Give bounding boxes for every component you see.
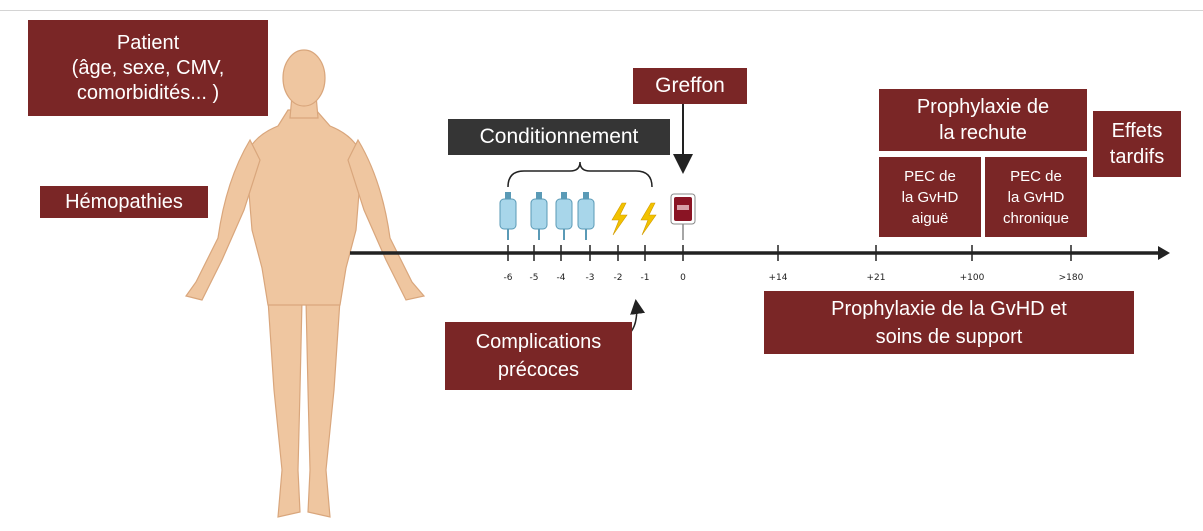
- timeline-tick-label: 0: [680, 273, 686, 283]
- timeline-tick-label: -4: [557, 273, 566, 283]
- radiation-bolt-icon: [612, 203, 627, 235]
- chemo-bag-icon: [578, 192, 594, 240]
- timeline-tick-label: -1: [641, 273, 650, 283]
- greffon-box: Greffon: [633, 68, 747, 104]
- chemo-bag-icon: [531, 192, 547, 240]
- patient-box: Patient (âge, sexe, CMV, comorbidités...…: [28, 20, 268, 116]
- prophylaxie-gvhd-box: Prophylaxie de la GvHD et soins de suppo…: [764, 291, 1134, 354]
- timeline-tick-label: +21: [867, 273, 886, 283]
- timeline-tick-label: +100: [960, 273, 985, 283]
- timeline-tick-label: >180: [1059, 273, 1084, 283]
- prophylaxie-rechute-box: Prophylaxie de la rechute: [879, 89, 1087, 151]
- hemopathies-box: Hémopathies: [40, 186, 208, 218]
- timeline-tick-label: -6: [504, 273, 513, 283]
- radiation-bolt-icon: [641, 203, 656, 235]
- pec-gvhd-chronique-box: PEC de la GvHD chronique: [985, 157, 1087, 237]
- timeline-arrowhead: [1158, 246, 1170, 260]
- complications-box: Complications précoces: [445, 322, 632, 390]
- timeline-tick-label: -3: [586, 273, 595, 283]
- conditionnement-box: Conditionnement: [448, 119, 670, 155]
- graft-bag-icon: [671, 194, 695, 240]
- conditioning-brace: [508, 162, 652, 187]
- timeline-tick-label: -2: [614, 273, 623, 283]
- effets-tardifs-box: Effets tardifs: [1093, 111, 1181, 177]
- timeline-tick-label: +14: [769, 273, 788, 283]
- timeline-ticks: -6 -5 -4 -3 -2 -1 0 +14 +21 +100 >180: [504, 245, 1084, 283]
- timeline-tick-label: -5: [530, 273, 539, 283]
- chemo-bag-icon: [500, 192, 516, 240]
- pec-gvhd-aigue-box: PEC de la GvHD aiguë: [879, 157, 981, 237]
- chemo-bag-icon: [556, 192, 572, 240]
